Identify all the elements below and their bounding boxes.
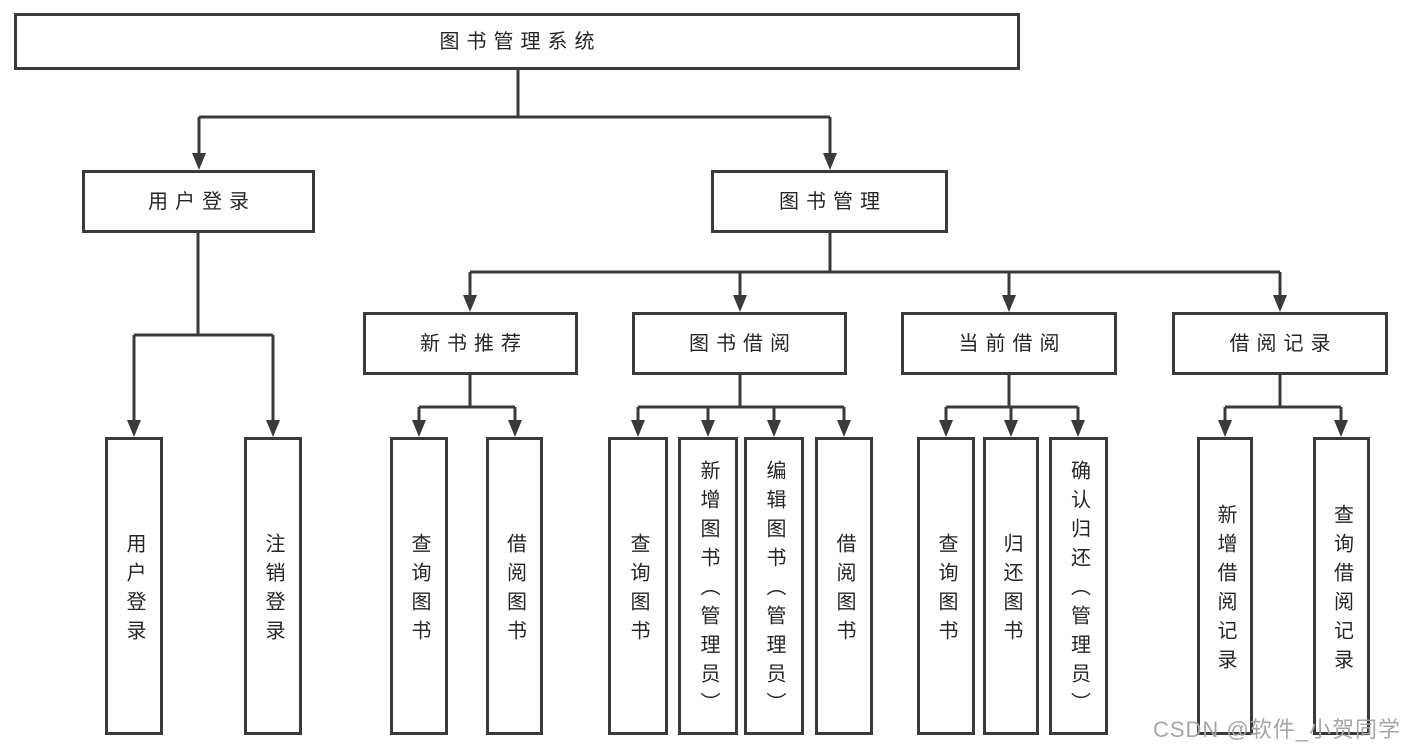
node-leaf-borrow-books-recommend: 借阅图书 [486, 437, 543, 735]
node-label: 新增图书（管理员） [697, 460, 719, 721]
node-label: 借阅图书 [833, 532, 855, 649]
arrowhead-icon [127, 420, 141, 437]
edge-borrow-to-children [631, 375, 851, 437]
node-book-borrow: 图书借阅 [632, 312, 847, 375]
arrowhead-icon [733, 295, 747, 312]
node-label: 用户登录 [148, 190, 256, 213]
arrowhead-icon [266, 420, 280, 437]
arrowhead-icon [1273, 295, 1287, 312]
node-user-login: 用户登录 [82, 170, 315, 233]
node-label: 图书管理系统 [439, 30, 602, 53]
node-leaf-query-books-borrow: 查询图书 [608, 437, 668, 735]
csdn-watermark: CSDN @软件_小贺同学 [1152, 717, 1401, 742]
edge-user-login-to-children [127, 233, 280, 437]
arrowhead-icon [939, 420, 953, 437]
node-label: 查询图书 [408, 532, 430, 649]
node-leaf-add-books-admin: 新增图书（管理员） [678, 437, 738, 735]
node-label: 注销登录 [262, 532, 284, 649]
arrowhead-icon [701, 420, 715, 437]
edge-book-mgmt-to-level3 [463, 233, 1287, 312]
node-label: 图书借阅 [689, 332, 797, 355]
arrowhead-icon [1334, 420, 1348, 437]
node-leaf-add-borrow-record: 新增借阅记录 [1197, 437, 1253, 735]
arrowhead-icon [192, 153, 206, 170]
node-root-system: 图书管理系统 [14, 13, 1020, 70]
arrowhead-icon [463, 295, 477, 312]
node-borrow-records: 借阅记录 [1172, 312, 1388, 375]
node-label: 借阅图书 [503, 532, 526, 649]
edge-root-to-level2 [192, 70, 837, 170]
node-label: 查询借阅记录 [1330, 503, 1353, 678]
arrowhead-icon [1004, 420, 1018, 437]
edge-current-to-children [939, 375, 1085, 437]
node-new-book-recommend: 新书推荐 [363, 312, 578, 375]
arrowhead-icon [1218, 420, 1232, 437]
node-label: 新增借阅记录 [1214, 503, 1236, 678]
node-leaf-borrow-books: 借阅图书 [815, 437, 873, 735]
edge-records-to-children [1218, 375, 1348, 437]
arrowhead-icon [823, 153, 837, 170]
arrowhead-icon [1071, 420, 1085, 437]
edge-new-books-to-children [412, 375, 522, 437]
node-label: 当前借阅 [958, 332, 1067, 355]
node-book-management: 图书管理 [711, 170, 948, 233]
arrowhead-icon [767, 420, 781, 437]
node-leaf-query-books-recommend: 查询图书 [390, 437, 448, 735]
arrowhead-icon [1002, 295, 1016, 312]
node-leaf-user-login: 用户登录 [105, 437, 163, 735]
arrowhead-icon [508, 420, 522, 437]
arrowhead-icon [412, 420, 426, 437]
node-leaf-confirm-return-admin: 确认归还（管理员） [1049, 437, 1108, 735]
node-label: 编辑图书（管理员） [763, 460, 785, 721]
node-label: 借阅记录 [1229, 332, 1338, 355]
node-label: 新书推荐 [420, 332, 528, 355]
node-leaf-edit-books-admin: 编辑图书（管理员） [744, 437, 804, 735]
node-label: 查询图书 [935, 532, 957, 649]
node-label: 归还图书 [1000, 532, 1022, 649]
node-label: 用户登录 [123, 532, 145, 649]
node-label: 图书管理 [779, 190, 887, 213]
node-leaf-logout: 注销登录 [244, 437, 302, 735]
node-label: 查询图书 [627, 532, 649, 649]
node-label: 确认归还（管理员） [1067, 460, 1090, 721]
node-current-borrow: 当前借阅 [901, 312, 1117, 375]
arrowhead-icon [837, 420, 851, 437]
node-leaf-query-borrow-record: 查询借阅记录 [1313, 437, 1370, 735]
node-leaf-return-books: 归还图书 [983, 437, 1039, 735]
arrowhead-icon [631, 420, 645, 437]
node-leaf-query-books-current: 查询图书 [917, 437, 975, 735]
